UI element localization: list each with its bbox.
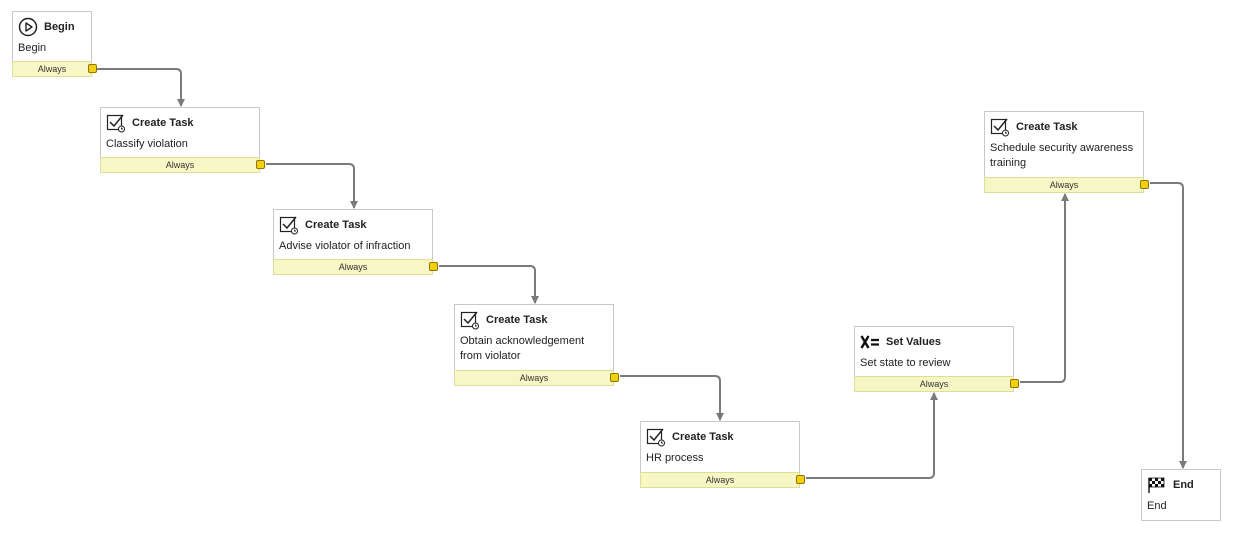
node-footer: Always [854,376,1019,392]
node-header: Create Task [641,422,799,448]
task-check-icon [990,117,1010,137]
output-port[interactable] [610,373,619,382]
output-port[interactable] [256,160,265,169]
output-port[interactable] [1010,379,1019,388]
node-description: Begin [18,42,47,54]
node-description: HR process [646,452,704,464]
node-header: Create Task [985,112,1143,138]
footer-label: Always [338,262,368,272]
node-description: Schedule security awareness training [990,142,1134,169]
task-check-icon [460,310,480,330]
node-type-label: Create Task [305,219,367,231]
task-check-icon [279,215,299,235]
node-type-label: End [1173,479,1194,491]
connector-hr-setvalues[interactable] [806,392,938,479]
node-header: End [1142,470,1220,496]
node-footer: Always [100,157,265,173]
node-header: Create Task [455,305,613,331]
output-port[interactable] [429,262,438,271]
node-header: Create Task [101,108,259,134]
node-header: Begin [13,12,91,38]
node-type-label: Create Task [132,117,194,129]
node-type-label: Create Task [1016,121,1078,133]
node-description: Advise violator of infraction [279,240,411,252]
node-footer: Always [454,370,619,386]
footer-label: Always [165,160,195,170]
connector-begin-classify[interactable] [96,68,185,107]
node-footer: Always [640,472,805,488]
node-description: End [1147,500,1167,512]
connector-schedule-end[interactable] [1150,182,1187,469]
checkered-flag-icon [1147,475,1167,495]
connector-classify-advise[interactable] [266,163,358,209]
set-values-node[interactable]: Set Values Set state to review Always [854,326,1019,392]
create-task-node-hr[interactable]: Create Task HR process Always [640,421,805,488]
output-port[interactable] [796,475,805,484]
create-task-node-schedule[interactable]: Create Task Schedule security awareness … [984,111,1149,193]
footer-label: Always [919,379,949,389]
connector-obtain-hr[interactable] [620,375,724,421]
play-circle-icon [18,17,38,37]
task-check-icon [106,113,126,133]
connector-advise-obtain[interactable] [439,265,539,304]
create-task-node-classify[interactable]: Create Task Classify violation Always [100,107,265,173]
footer-label: Always [705,475,735,485]
footer-label: Always [519,373,549,383]
x-equals-icon [860,332,880,352]
node-type-label: Set Values [886,336,942,348]
node-description: Set state to review [860,357,951,369]
node-footer: Always [273,259,438,275]
create-task-node-advise[interactable]: Create Task Advise violator of infractio… [273,209,438,275]
node-type-label: Begin [44,21,75,33]
connector-setvalues-schedule[interactable] [1020,193,1069,383]
node-type-label: Create Task [672,431,734,443]
node-header: Create Task [274,210,432,236]
node-type-label: Create Task [486,314,548,326]
footer-label: Always [1049,180,1079,190]
begin-node[interactable]: Begin Begin Always [12,11,97,77]
footer-label: Always [37,64,67,74]
node-header: Set Values [855,327,1013,353]
node-description: Classify violation [106,138,188,150]
output-port[interactable] [88,64,97,73]
task-check-icon [646,427,666,447]
node-footer: Always [984,177,1149,193]
create-task-node-obtain[interactable]: Create Task Obtain acknowledgement from … [454,304,619,386]
node-footer: Always [12,61,97,77]
end-node[interactable]: End End [1141,469,1221,521]
output-port[interactable] [1140,180,1149,189]
node-description: Obtain acknowledgement from violator [460,335,585,362]
